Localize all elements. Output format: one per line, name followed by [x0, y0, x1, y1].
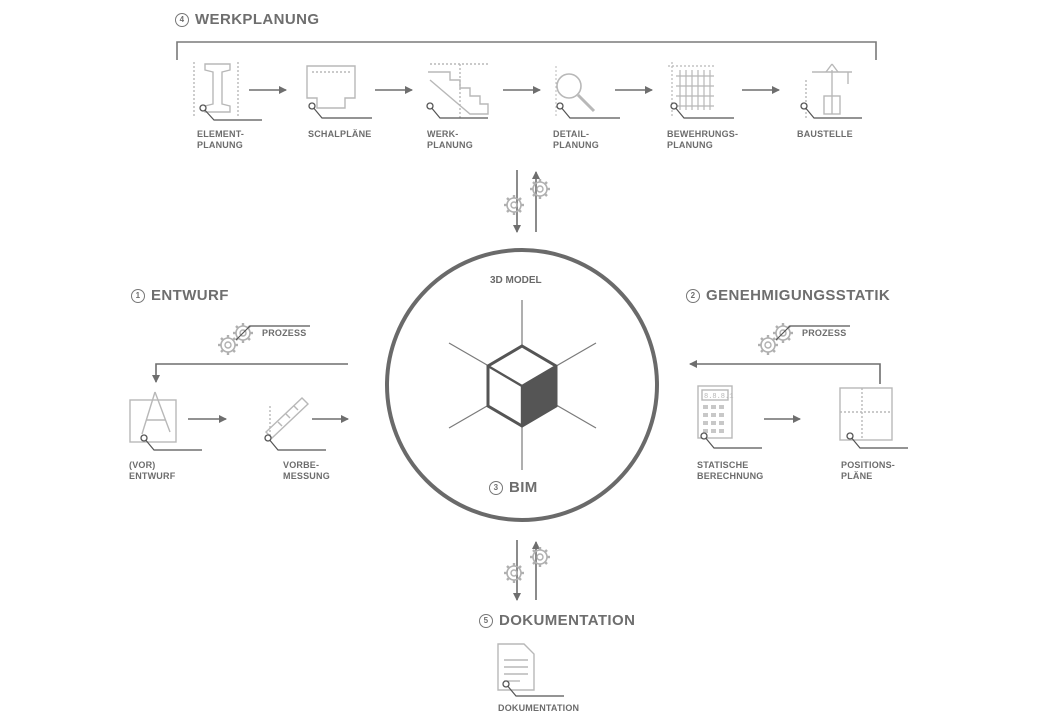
gear-icon — [502, 193, 526, 217]
step-label: BEWEHRUNGS-PLANUNG — [667, 129, 739, 150]
section-title: GENEHMIGUNGSSTATIK — [706, 287, 891, 304]
gear-icon — [756, 333, 780, 357]
cube-icon — [486, 344, 558, 428]
magnifier-icon — [555, 66, 596, 118]
crane-icon — [805, 63, 852, 118]
bim-title: 3 BIM — [489, 479, 538, 496]
dokumentation-title: 5 DOKUMENTATION — [479, 612, 635, 629]
calculator-icon — [697, 385, 733, 439]
step-label: POSITIONS-PLÄNE — [841, 460, 896, 481]
floorplan-icon — [839, 387, 893, 441]
entwurf-title: 1 ENTWURF — [131, 287, 229, 304]
section-number: 4 — [175, 12, 189, 27]
section-number: 3 — [489, 480, 503, 495]
prozess-label: PROZESS — [262, 328, 307, 338]
gear-icon — [502, 561, 526, 585]
section-title: DOKUMENTATION — [499, 612, 636, 629]
werkplanung-title: 4 WERKPLANUNG — [175, 11, 319, 28]
bim-circle — [385, 248, 659, 522]
werkplanung-bracket — [176, 41, 877, 60]
gear-icon — [528, 545, 552, 569]
step-label: SCHALPLÄNE — [308, 129, 372, 139]
prozess-label: PROZESS — [802, 328, 847, 338]
genehmigung-title: 2 GENEHMIGUNGSSTATIK — [686, 287, 890, 304]
genehmigung-flow-line — [689, 360, 881, 384]
section-title: ENTWURF — [151, 287, 229, 304]
step-label: (VOR)ENTWURF — [129, 460, 176, 481]
gear-icon — [528, 177, 552, 201]
section-number: 1 — [131, 288, 145, 303]
calculator-display: 8.8.8.1 — [704, 393, 733, 401]
model-label: 3D MODEL — [490, 275, 542, 286]
step-label: BAUSTELLE — [797, 129, 853, 139]
entwurf-flow-line — [152, 363, 348, 383]
step-label: DETAIL-PLANUNG — [553, 129, 599, 150]
gear-icon — [216, 333, 240, 357]
section-title: BIM — [509, 479, 538, 496]
werkplanung-leaders — [202, 105, 862, 121]
step-label: DOKUMENTATION — [498, 703, 580, 713]
stairs-icon — [428, 63, 490, 118]
step-label: ELEMENT-PLANUNG — [197, 129, 245, 150]
step-label: VORBE-MESSUNG — [283, 460, 330, 481]
section-number: 2 — [686, 288, 700, 303]
section-title: WERKPLANUNG — [195, 11, 320, 28]
ruler-icon — [264, 397, 310, 440]
top-exchange-arrows — [513, 170, 540, 233]
step-label: WERK-PLANUNG — [427, 129, 473, 150]
document-icon — [497, 643, 535, 691]
i-beam-icon — [193, 62, 239, 118]
section-number: 5 — [479, 613, 493, 628]
formwork-icon — [306, 65, 356, 109]
rebar-icon — [668, 62, 716, 118]
compass-icon — [129, 391, 177, 443]
